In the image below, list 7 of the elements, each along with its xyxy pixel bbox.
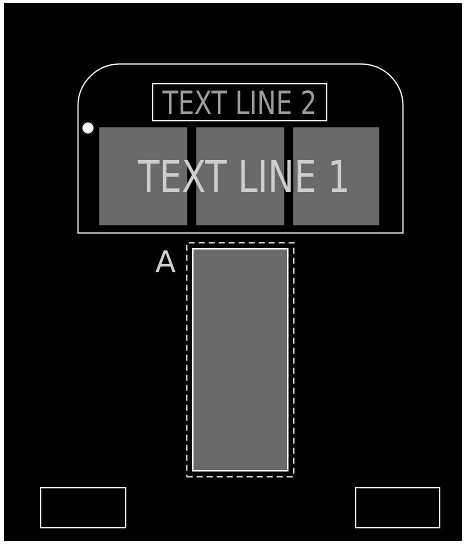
slot-rectangle: [192, 248, 288, 472]
small-box: [40, 487, 126, 528]
side-label: A: [156, 250, 176, 272]
label-box: TEXT LINE 2: [152, 83, 328, 122]
rounded-frame: [77, 63, 404, 234]
dashed-frame: [186, 242, 294, 478]
small-box: [355, 487, 440, 528]
